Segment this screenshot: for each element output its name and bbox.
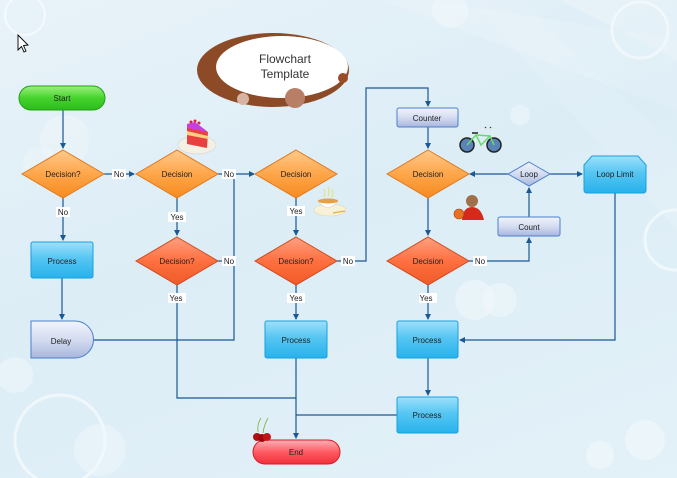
svg-text:Decision: Decision [413, 170, 444, 179]
edge-label-no: No [112, 169, 126, 179]
edge-label-yes: Yes [168, 293, 186, 303]
svg-text:No: No [475, 257, 486, 266]
edge-d7-count [468, 237, 532, 262]
svg-text:Yes: Yes [170, 213, 183, 222]
svg-text:Process: Process [413, 411, 442, 420]
node-decision-4[interactable]: Decision [386, 149, 470, 199]
svg-text:Process: Process [413, 336, 442, 345]
mouse-cursor-icon [17, 33, 29, 53]
edge-d6-counter [337, 87, 431, 262]
cake-icon [177, 119, 217, 155]
svg-text:Decision?: Decision? [45, 170, 81, 179]
basketball-player-icon [453, 195, 484, 220]
svg-text:Yes: Yes [169, 294, 182, 303]
edge-label-yes: Yes [287, 293, 305, 303]
cherries-icon [253, 417, 271, 442]
node-decision-5[interactable]: Decision? [135, 236, 219, 286]
svg-text:Decision: Decision [162, 170, 193, 179]
node-decision-1[interactable]: Decision? [21, 149, 105, 199]
svg-text:Yes: Yes [289, 294, 302, 303]
node-decision-6[interactable]: Decision? [254, 236, 338, 286]
svg-text:No: No [114, 170, 125, 179]
edge-label-yes: Yes [168, 212, 186, 222]
edge-label-no: No [56, 207, 70, 217]
edge-labels: No No No Yes Yes No Yes No Yes No Yes [56, 169, 487, 303]
svg-text:Count: Count [518, 223, 540, 232]
svg-text:Loop: Loop [520, 170, 538, 179]
svg-text:Delay: Delay [51, 337, 71, 346]
svg-text:Start: Start [54, 94, 72, 103]
node-decision-2[interactable]: Decision [135, 149, 219, 199]
svg-text:Decision?: Decision? [278, 257, 314, 266]
svg-text:End: End [289, 448, 303, 457]
svg-text:Process: Process [282, 336, 311, 345]
node-count[interactable]: Count [497, 216, 561, 237]
connectors [59, 87, 616, 439]
svg-text:Yes: Yes [289, 207, 302, 216]
title-bubble: Flowchart Template [197, 33, 349, 108]
title-line-1: Flowchart [259, 52, 312, 66]
svg-text:Counter: Counter [413, 114, 442, 123]
edge-delay-join [93, 174, 235, 341]
node-decision-3[interactable]: Decision [254, 149, 338, 199]
svg-text:Yes: Yes [419, 294, 432, 303]
edge-label-no: No [222, 256, 236, 266]
node-process-2[interactable]: Process [264, 320, 328, 359]
node-end[interactable]: End [252, 439, 341, 465]
bicycle-icon [459, 126, 502, 153]
node-process-4[interactable]: Process [396, 396, 459, 434]
node-decision-7[interactable]: Decision [386, 236, 470, 286]
teacup-icon [313, 186, 347, 217]
svg-text:No: No [224, 257, 235, 266]
svg-text:No: No [58, 208, 69, 217]
node-process-3[interactable]: Process [396, 320, 459, 359]
edge-label-no: No [222, 169, 236, 179]
svg-text:Loop Limit: Loop Limit [597, 170, 635, 179]
edge-label-yes: Yes [287, 206, 305, 216]
edge-label-no: No [473, 256, 487, 266]
svg-text:Process: Process [48, 257, 77, 266]
edge-looplimit-process3 [459, 193, 616, 343]
node-delay[interactable]: Delay [30, 320, 94, 359]
edge-label-yes: Yes [419, 293, 437, 303]
svg-text:No: No [224, 170, 235, 179]
title-line-2: Template [261, 67, 310, 81]
node-loop[interactable]: Loop [506, 161, 552, 187]
edge-label-no: No [341, 256, 355, 266]
svg-text:Decision?: Decision? [159, 257, 195, 266]
edge-d5-yes [176, 285, 296, 399]
svg-text:Decision: Decision [413, 257, 444, 266]
node-loop-limit[interactable]: Loop Limit [583, 155, 647, 194]
svg-text:No: No [343, 257, 354, 266]
node-start[interactable]: Start [18, 85, 106, 111]
svg-text:Decision: Decision [281, 170, 312, 179]
node-process-1[interactable]: Process [30, 241, 94, 279]
node-counter[interactable]: Counter [396, 107, 459, 128]
